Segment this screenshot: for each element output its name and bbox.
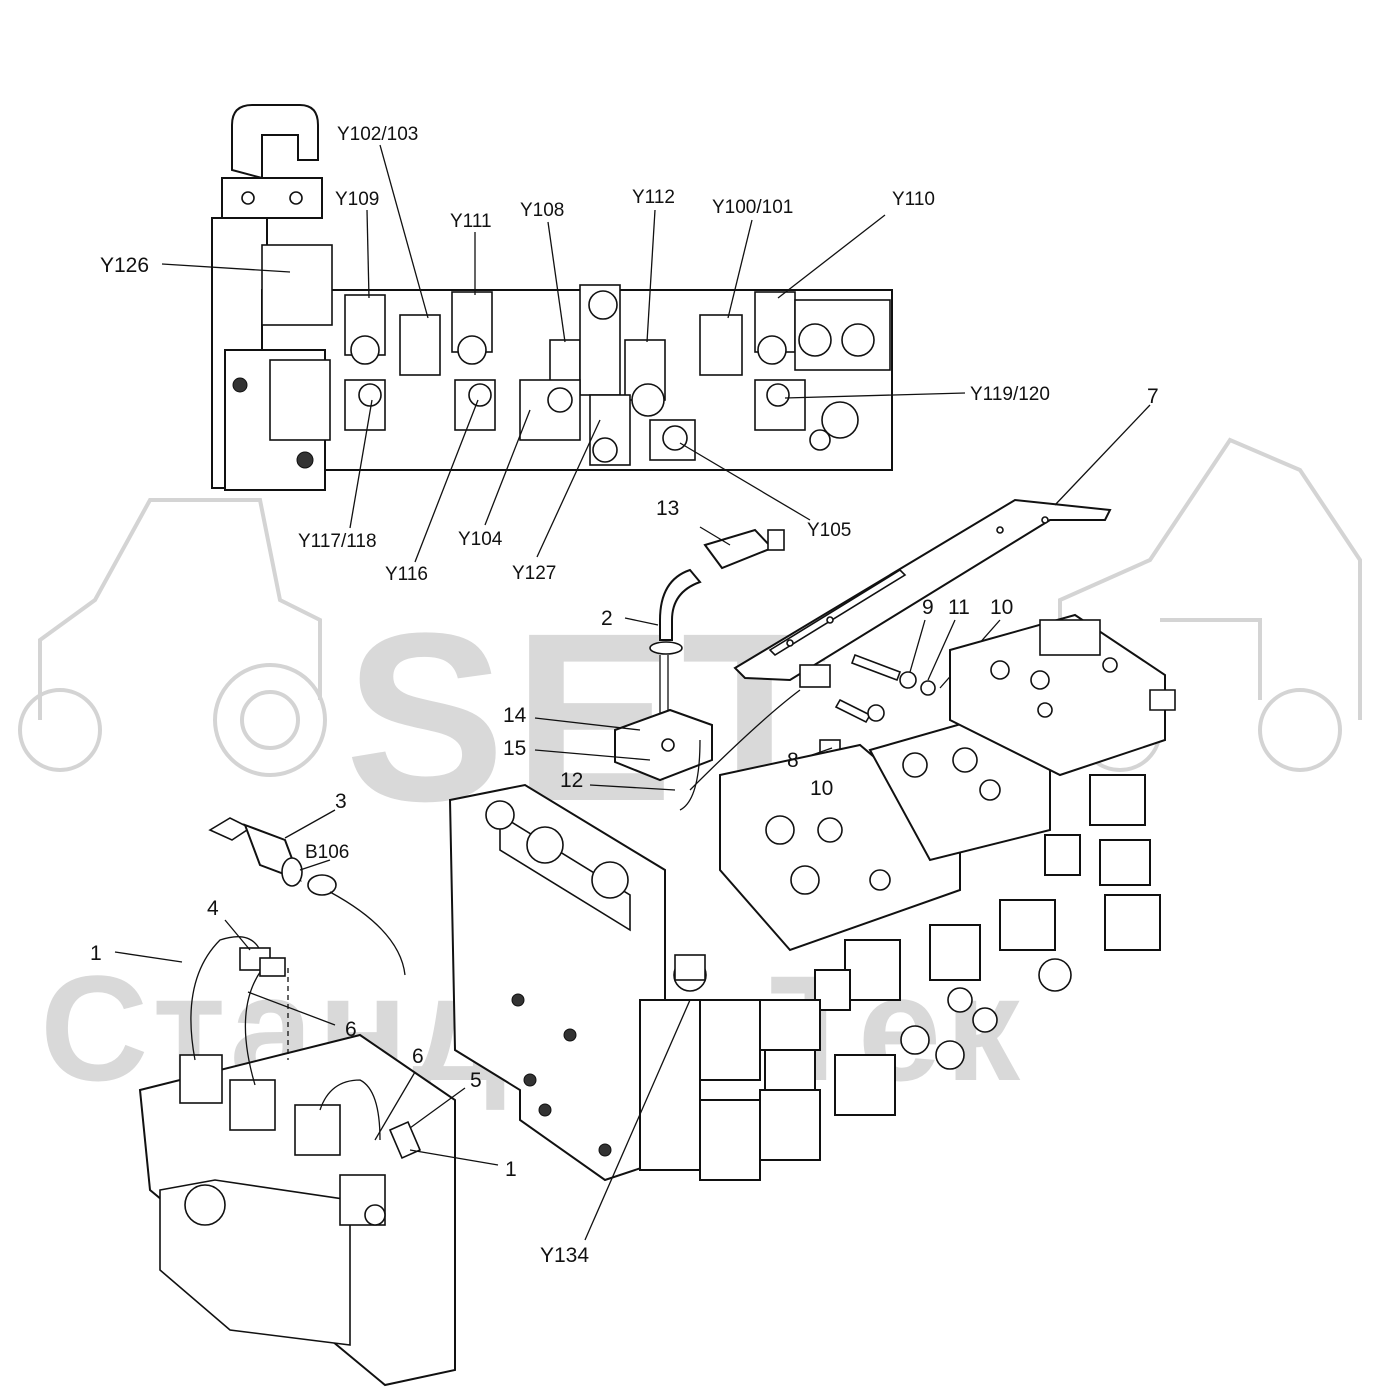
label-1-bottom: 1 — [505, 1158, 517, 1181]
label-11: 11 — [948, 596, 970, 619]
label-10-top: 10 — [990, 596, 1013, 619]
label-4: 4 — [207, 897, 219, 920]
label-5: 5 — [470, 1069, 482, 1092]
label-y126: Y126 — [100, 254, 149, 277]
label-14: 14 — [503, 704, 527, 727]
pressure-sensor-b106 — [208, 809, 406, 976]
main-valve-manifold — [448, 613, 1176, 1241]
bracket-7 — [733, 404, 1151, 682]
label-6-bottom: 6 — [412, 1045, 424, 1068]
label-y110: Y110 — [892, 189, 935, 210]
top-valve-block — [211, 104, 893, 491]
label-y112: Y112 — [632, 187, 675, 208]
label-7: 7 — [1147, 385, 1159, 408]
label-y116: Y116 — [385, 564, 428, 585]
label-y109: Y109 — [335, 189, 379, 210]
label-y105: Y105 — [807, 520, 851, 541]
top-block-leaders — [161, 144, 966, 563]
label-9: 9 — [922, 596, 934, 619]
label-2: 2 — [601, 607, 613, 630]
label-y100-101: Y100/101 — [712, 197, 793, 218]
label-y127: Y127 — [512, 563, 556, 584]
lower-ports — [232, 359, 806, 469]
callout-labels: Y102/103 Y109 Y111 Y108 Y112 Y100/101 Y1… — [90, 124, 1159, 1267]
label-b106: B106 — [305, 842, 349, 863]
label-15: 15 — [503, 737, 526, 760]
label-8: 8 — [787, 749, 799, 772]
label-6-top: 6 — [345, 1018, 357, 1041]
control-unit — [114, 919, 499, 1387]
label-y119-120: Y119/120 — [970, 384, 1050, 405]
label-y117-118: Y117/118 — [298, 531, 377, 552]
label-y134: Y134 — [540, 1244, 589, 1267]
label-3: 3 — [335, 790, 347, 813]
label-y111: Y111 — [450, 211, 492, 232]
label-y104: Y104 — [458, 529, 503, 550]
label-1-top: 1 — [90, 942, 102, 965]
label-13: 13 — [656, 497, 679, 520]
tractor-silhouette-left — [18, 498, 327, 777]
label-y102-103: Y102/103 — [337, 124, 418, 145]
fittings-group — [534, 526, 831, 811]
label-10-bottom: 10 — [810, 777, 833, 800]
label-12: 12 — [560, 769, 583, 792]
label-y108: Y108 — [520, 200, 564, 221]
